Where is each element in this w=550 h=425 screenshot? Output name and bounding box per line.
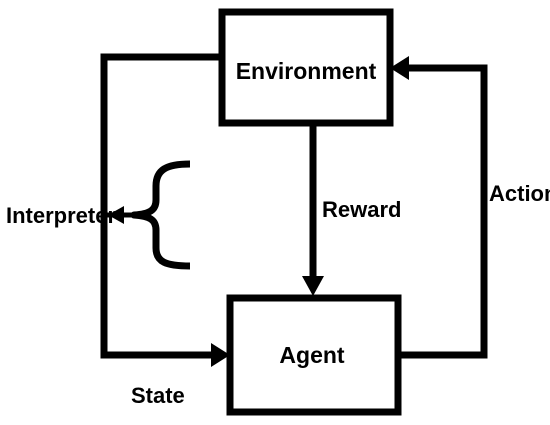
state-arrowhead [211, 343, 230, 367]
interpreter-label: Interpreter [6, 203, 116, 228]
agent-box [226, 294, 402, 416]
agent-label: Agent [279, 342, 345, 368]
reward-arrowhead [302, 276, 324, 296]
state-feedback-line [100, 53, 222, 359]
environment-label: Environment [236, 58, 377, 84]
action-arrowhead [390, 56, 409, 80]
interpreter-brace [130, 160, 191, 270]
action-label: Action [489, 181, 550, 206]
interpreter-arrowhead [108, 206, 124, 224]
environment-box [218, 8, 394, 127]
reward-label: Reward [322, 197, 401, 222]
action-line [398, 64, 488, 359]
state-label: State [131, 383, 185, 408]
